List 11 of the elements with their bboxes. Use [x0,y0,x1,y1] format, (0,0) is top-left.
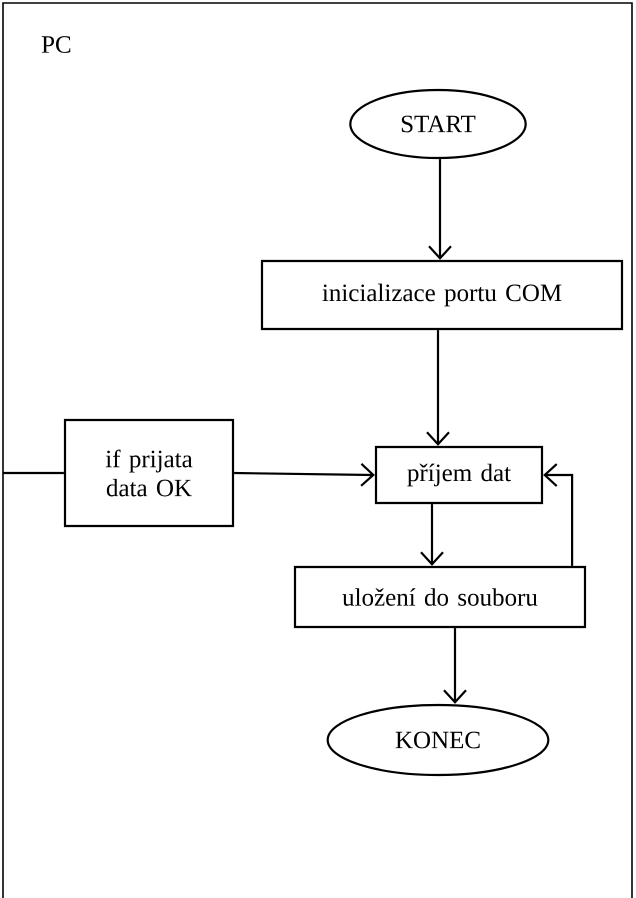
arrow [543,463,574,566]
arrow [420,504,444,566]
arrow [234,463,375,487]
line [3,472,64,474]
process-box: příjem dat [374,446,544,504]
arrow [426,330,450,446]
arrow [428,159,452,260]
process-box: inicializace portu COM [260,260,624,330]
arrow [443,628,467,704]
process-box: uložení do souboru [294,566,586,628]
process-box: if prijata data OK [64,418,234,528]
